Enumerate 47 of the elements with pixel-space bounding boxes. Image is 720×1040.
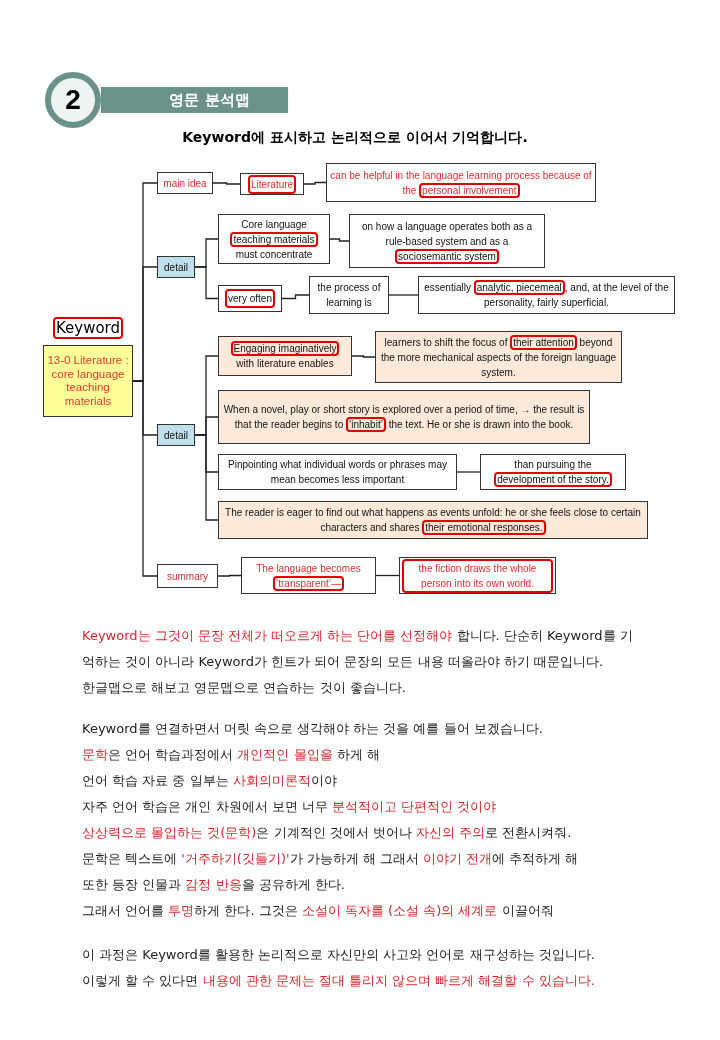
connector-line — [456, 471, 481, 473]
label-box: main idea — [157, 172, 213, 194]
connector-line — [375, 574, 400, 577]
text-box: When a novel, play or short story is explored over a period of time, → the result is that the reader begins to ‘inhabit’ the text. He or she is drawn into the book. — [218, 390, 590, 444]
paragraph: 상상력으로 몰입하는 것(문학)은 기계적인 것에서 벗어나 자신의 주의로 전환시켜줘. — [82, 824, 572, 842]
connector-line — [194, 266, 219, 300]
text-box: can be helpful in the language learning process because of the personal involvement — [326, 163, 596, 202]
text-box: on how a language operates both as a rule-based system and as a sociosemantic system — [349, 214, 545, 268]
text-box: the fiction draws the whole person into its own world. — [399, 557, 556, 594]
paragraph: 한글맵으로 해보고 영문맵으로 연습하는 것이 좋습니다. — [82, 679, 406, 697]
paragraph: Keyword를 연결하면서 머릿 속으로 생각해야 하는 것을 예를 들어 보겠습니다. — [82, 720, 543, 738]
text-box: the process of learning is — [309, 276, 389, 314]
paragraph: 이 과정은 Keyword를 활용한 논리적으로 자신만의 사고와 언어로 재구성하는 것입니다. — [82, 946, 595, 964]
paragraph: 문학은 텍스트에 '거주하기(깃들기)'가 가능하게 해 그래서 이야기 전개에 추적하게 해 — [82, 850, 579, 868]
text-box: very often — [218, 285, 282, 312]
paragraph: 이렇게 할 수 있다면 내용에 관한 문제는 절대 틀리지 않으며 빠르게 해결할 수 있습니다. — [82, 972, 595, 990]
connector-line — [329, 238, 350, 242]
topic-box: 13-0 Literature : core language teaching materials — [43, 345, 133, 417]
paragraph: Keyword는 그것이 문장 전체가 떠오르게 하는 단어를 선정해야 합니다. 단순히 Keyword를 기억하는 것이 아니라 Keyword가 힌트가 되어 문장의 모든 내용 떠올라야 하기 때문입니다. — [82, 627, 634, 671]
connector-line — [132, 380, 158, 577]
text-box: Literature — [240, 173, 304, 195]
text-box: learners to shift the focus of their attention beyond the more mechanical aspects of the foreign language system. — [375, 331, 622, 383]
label-box: detail — [157, 256, 195, 278]
text-box: Pinpointing what individual words or phrases may mean becomes less important — [218, 454, 457, 490]
connector-line — [194, 434, 219, 521]
connector-line — [388, 294, 419, 296]
subtitle: Keyword에 표시하고 논리적으로 이어서 기억합니다. — [181, 128, 529, 147]
paragraph: 자주 언어 학습은 개인 차원에서 보면 너무 분석적이고 단편적인 것이야 — [82, 798, 497, 816]
text-box: than pursuing the development of the story. — [480, 454, 626, 490]
text-box: essentially analytic, piecemeal, and, at the level of the personality, fairly superficial. — [418, 276, 675, 314]
label-box: summary — [157, 564, 218, 588]
text-box: The reader is eager to find out what happens as events unfold: he or she feels close to certain characters and shares their emotional responses. — [218, 501, 648, 539]
label-box: detail — [157, 424, 195, 446]
text-box: Core language teaching materials must concentrate — [218, 214, 330, 264]
paragraph: 그래서 언어를 투명하게 한다. 그것은 소설이 독자를 (소설 속)의 세계로 이끌어줘 — [82, 902, 554, 920]
title-band: 영문 분석맵 — [101, 87, 288, 113]
connector-line — [303, 181, 327, 185]
paragraph: 언어 학습 자료 중 일부는 사회의미론적이야 — [82, 772, 337, 790]
paragraph: 또한 등장 인물과 감정 반응을 공유하게 한다. — [82, 876, 345, 894]
text-box: The language becomes ‘transparent’— — [241, 557, 376, 594]
connector-line — [351, 355, 376, 358]
connector-line — [217, 574, 242, 577]
text-box: Engaging imaginatively with literature enables — [218, 336, 352, 376]
connector-line — [212, 182, 241, 185]
connector-line — [281, 294, 310, 300]
number-badge: 2 — [45, 72, 101, 128]
paragraph: 문학은 언어 학습과정에서 개인적인 몰입을 하게 해 — [82, 746, 380, 764]
